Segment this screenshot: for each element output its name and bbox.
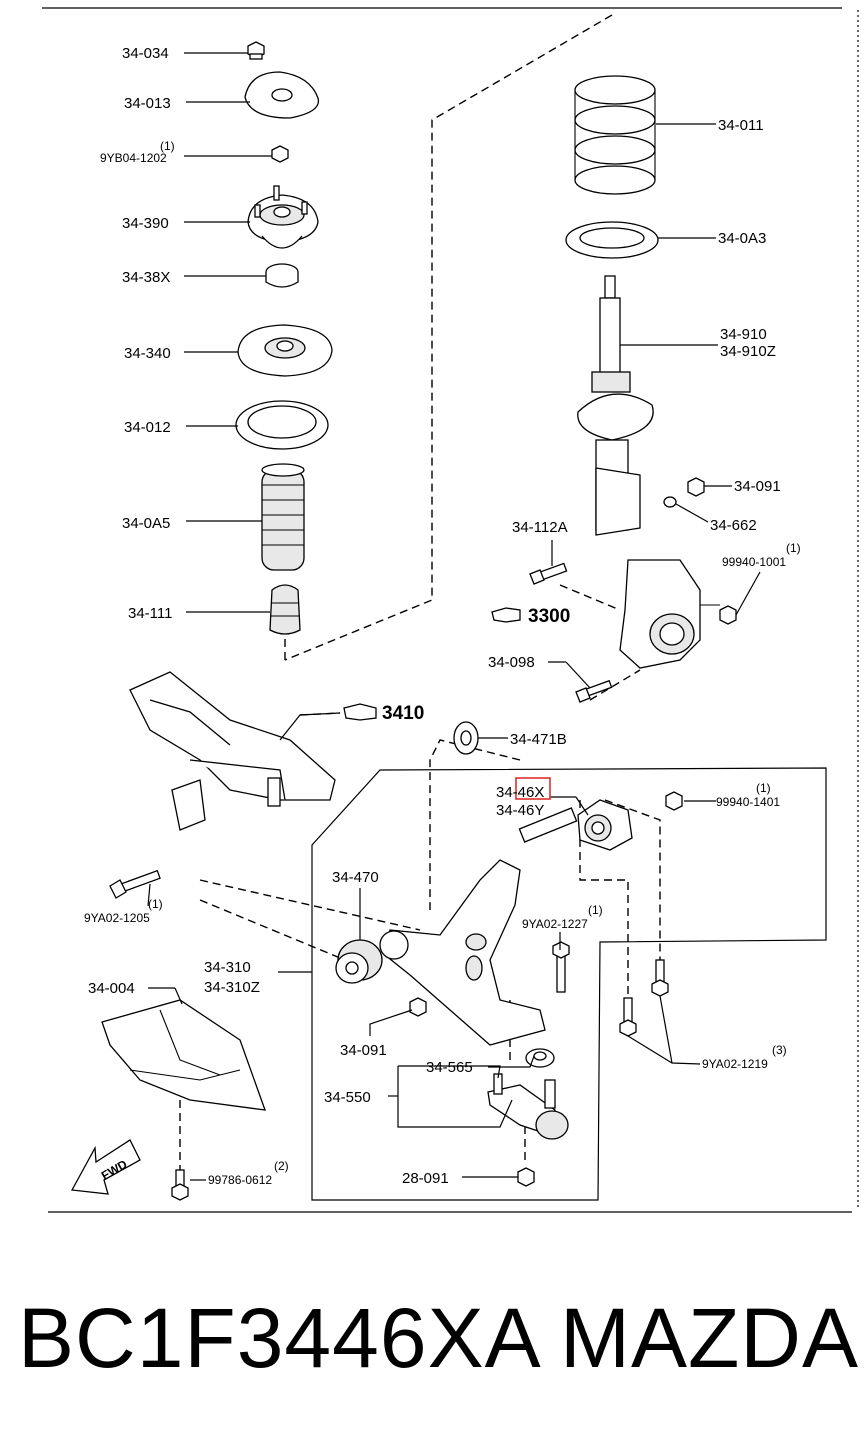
label-34-0a5: 34-0A5 (122, 515, 170, 532)
qty-99940-1001: (1) (786, 541, 801, 555)
label-34-38x: 34-38X (122, 269, 170, 286)
label-34-091-bottom: 34-091 (340, 1042, 387, 1059)
bolts-9ya02-1219 (619, 959, 669, 1037)
label-34-034: 34-034 (122, 45, 169, 62)
qty-9yb04-1202: (1) (160, 139, 175, 153)
label-34-310: 34-310 (204, 959, 251, 976)
bushing-34-565 (525, 1048, 555, 1068)
bolt-34-112a (529, 562, 568, 585)
control-arm-34-310 (379, 807, 578, 1046)
label-9ya02-1227: 9YA02-1227 (522, 917, 588, 931)
label-34-550: 34-550 (324, 1089, 371, 1106)
nut-99940-1001 (719, 605, 737, 625)
knuckle-3300 (619, 559, 720, 669)
label-3410: 3410 (382, 703, 424, 724)
bushing-34-38x (265, 263, 299, 288)
label-9ya02-1205: 9YA02-1205 (84, 911, 150, 925)
boot-34-0a5 (261, 463, 305, 571)
label-34-111: 34-111 (128, 605, 172, 622)
highlight-box-34-46x (515, 777, 551, 800)
mount-34-390 (247, 185, 319, 249)
seat-34-340 (237, 324, 333, 377)
label-34-340: 34-340 (124, 345, 171, 362)
label-28-091: 28-091 (402, 1170, 449, 1187)
hand-pointer-icon-3410 (343, 703, 377, 721)
label-34-004: 34-004 (88, 980, 135, 997)
label-34-46x: 34-46X (496, 784, 544, 801)
label-34-098: 34-098 (488, 654, 535, 671)
label-34-091-top: 34-091 (734, 478, 781, 495)
control-arm-group-box (311, 767, 827, 1201)
subframe-3410 (129, 671, 336, 831)
ball-joint-34-550 (487, 1073, 569, 1140)
label-34-011: 34-011 (718, 117, 764, 134)
coil-spring-34-011 (574, 75, 656, 195)
bolt-9ya02-1227 (552, 941, 570, 993)
qty-9ya02-1205: (1) (148, 897, 163, 911)
qty-9ya02-1219: (3) (772, 1043, 787, 1057)
label-34-470: 34-470 (332, 869, 379, 886)
strut-34-910 (577, 275, 654, 536)
washer-34-471b (453, 721, 479, 755)
label-34-310z: 34-310Z (204, 979, 260, 996)
ring-34-012 (235, 400, 329, 450)
qty-99940-1401: (1) (756, 781, 771, 795)
label-34-46y: 34-46Y (496, 802, 544, 819)
plate-34-013 (244, 71, 320, 119)
hand-pointer-icon-3300 (491, 607, 521, 623)
nut-9yb04-1202 (271, 145, 289, 163)
bolt-9ya02-1205 (109, 869, 161, 899)
label-34-910: 34-910 (720, 326, 767, 343)
bushing-34-470 (335, 939, 383, 984)
label-34-112a: 34-112A (512, 519, 568, 536)
splash-shield-34-004 (101, 999, 266, 1201)
label-34-910z: 34-910Z (720, 343, 776, 360)
qty-9ya02-1227: (1) (588, 903, 603, 917)
nut-34-034 (247, 41, 265, 60)
label-9ya02-1219: 9YA02-1219 (702, 1057, 768, 1071)
label-34-390: 34-390 (122, 215, 169, 232)
label-34-662: 34-662 (710, 517, 757, 534)
brand-caption: MAZDA (560, 1291, 859, 1385)
nut-99940-1401 (665, 791, 683, 811)
labels: 34-034 34-013 (1) 9YB04-1202 34-390 34-3… (84, 45, 801, 1187)
label-34-013: 34-013 (124, 95, 171, 112)
bump-stop-34-111 (269, 584, 301, 635)
leader-lines (147, 52, 761, 1181)
spring-seat-34-0a3 (565, 221, 659, 259)
nut-28-091 (517, 1167, 535, 1187)
label-34-471b: 34-471B (510, 731, 567, 748)
label-34-0a3: 34-0A3 (718, 230, 766, 247)
label-99786-0612: 99786-0612 (208, 1173, 272, 1187)
bolt-34-098 (575, 679, 613, 703)
bushing-34-46x (577, 799, 633, 851)
qty-99786-0612: (2) (274, 1159, 289, 1173)
label-9yb04-1202: 9YB04-1202 (100, 151, 167, 165)
nut-34-091-top (687, 477, 705, 497)
label-3300: 3300 (528, 606, 570, 627)
label-99940-1401: 99940-1401 (716, 795, 780, 809)
washer-34-662 (663, 496, 677, 508)
label-99940-1001: 99940-1001 (722, 555, 786, 569)
label-34-012: 34-012 (124, 419, 171, 436)
label-34-565: 34-565 (426, 1059, 473, 1076)
part-number-caption: BC1F3446XA (18, 1291, 542, 1385)
nut-34-091-bottom (409, 997, 427, 1017)
fwd-arrow-icon: FWD (70, 1139, 141, 1195)
